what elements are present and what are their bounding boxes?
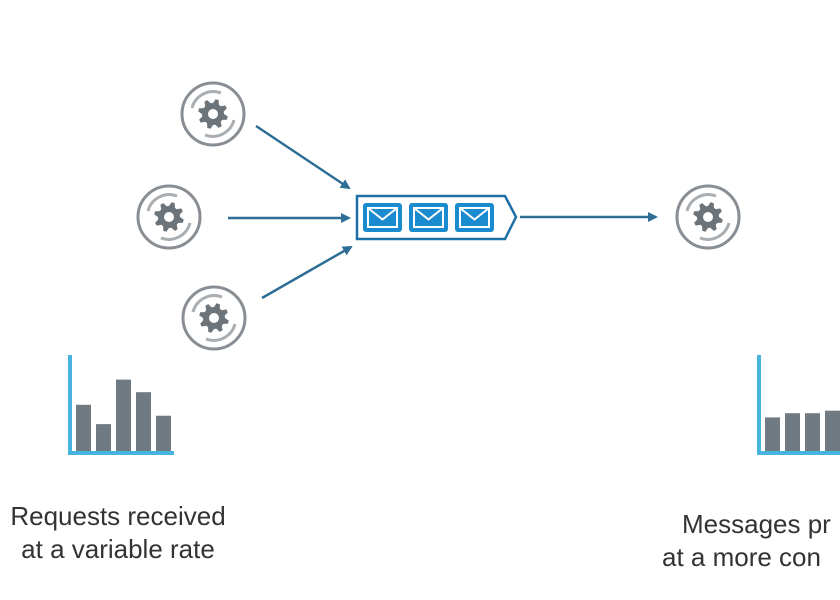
variable-rate-chart-bar: [156, 415, 171, 451]
rotation-arc-icon: [699, 222, 731, 241]
arrow-producer-1-to-queue: [255, 124, 351, 190]
rotation-arc-icon: [190, 90, 222, 109]
rotation-arc-icon: [146, 193, 178, 212]
variable-rate-chart-bar: [76, 404, 91, 451]
consumer-service-1: [675, 184, 741, 250]
variable-rate-chart-bar: [136, 392, 151, 451]
consumer-service: [675, 184, 741, 250]
producer-services: [136, 81, 247, 351]
rotation-arc-icon: [191, 294, 223, 313]
constant-rate-chart-bar: [825, 410, 840, 451]
producer-service-1: [180, 81, 246, 147]
variable-rate-chart-bar: [116, 379, 131, 451]
rotation-arc-icon: [160, 222, 192, 241]
constant-rate-chart: [757, 355, 840, 455]
envelope-icon: [409, 203, 448, 232]
arrows: [228, 124, 658, 300]
rotation-arc-icon: [204, 119, 236, 138]
caption-left-line1: Requests received: [10, 501, 226, 531]
message-queue: [355, 194, 518, 241]
variable-rate-chart-bar: [96, 424, 111, 451]
envelope-icon: [455, 203, 494, 232]
gear-icon: [198, 99, 228, 129]
caption-variable-rate: Requests received at a variable rate: [2, 500, 234, 566]
gear-icon: [693, 202, 723, 232]
variable-rate-chart: [68, 355, 174, 455]
caption-left-line2: at a variable rate: [21, 534, 215, 564]
constant-rate-chart-bar: [765, 417, 780, 451]
caption-right-line2: at a more con: [662, 542, 821, 572]
gear-icon: [154, 202, 184, 232]
caption-right-line1: Messages pr: [682, 509, 831, 539]
producer-service-3: [181, 285, 247, 351]
rotation-arc-icon: [685, 193, 717, 212]
constant-rate-chart-bar: [785, 413, 800, 451]
queue-messages: [363, 203, 494, 232]
envelope-icon: [363, 203, 402, 232]
constant-rate-chart-bar: [805, 413, 820, 451]
arrow-producer-3-to-queue: [261, 245, 353, 300]
gear-icon: [199, 303, 229, 333]
caption-constant-rate: Messages pr at a more con: [662, 508, 840, 574]
producer-service-2: [136, 184, 202, 250]
rotation-arc-icon: [205, 323, 237, 342]
